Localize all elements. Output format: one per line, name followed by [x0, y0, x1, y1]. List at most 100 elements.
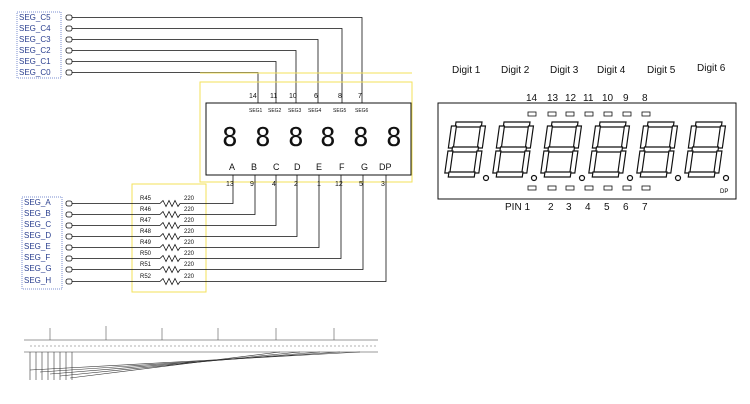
common-net-label: SEG_C3 [19, 35, 51, 44]
segment-wire [180, 175, 387, 282]
svg-text:Digit 5: Digit 5 [647, 65, 676, 76]
common-pin-2: 11 SEG2 [268, 93, 282, 114]
segment-wire [180, 175, 256, 215]
svg-text:10: 10 [602, 93, 614, 104]
resistor-value: 220 [184, 262, 195, 268]
common-wire [72, 39, 319, 100]
common-net-label: SEG_C0 [19, 68, 51, 77]
svg-text:14: 14 [249, 93, 257, 100]
segment-net-3[interactable]: SEG_C R47 220 [24, 175, 277, 230]
svg-text:5: 5 [359, 181, 363, 188]
seven-segment-digit [636, 121, 679, 178]
svg-text:9: 9 [623, 93, 629, 104]
digit-glyph: 8 [222, 123, 238, 153]
common-net-4[interactable]: SEG_C2 [19, 46, 297, 100]
seven-segment-digit [588, 121, 631, 178]
common-net-2[interactable]: SEG_C4 [19, 24, 343, 100]
digit-glyph: 8 [255, 123, 271, 153]
seven-segment-digit [444, 121, 487, 178]
segment-net-2[interactable]: SEG_B R46 220 [24, 175, 256, 219]
svg-text:12: 12 [335, 181, 343, 188]
svg-text:9: 9 [250, 181, 254, 188]
resistor-ref: R45 [140, 196, 152, 202]
svg-text:PIN 1: PIN 1 [505, 202, 530, 213]
svg-text:11: 11 [270, 93, 277, 100]
segment-net-selection-box [21, 196, 63, 290]
svg-text:SEG5: SEG5 [333, 108, 347, 114]
svg-text:A: A [229, 162, 235, 172]
svg-text:SEG3: SEG3 [288, 108, 302, 114]
common-net-label: SEG_C4 [19, 24, 51, 33]
svg-text:G: G [361, 162, 368, 172]
digit-glyph: 8 [288, 123, 304, 153]
resistor-value: 220 [184, 207, 195, 213]
resistor-ref: R47 [140, 218, 152, 224]
resistor-symbol [159, 199, 181, 208]
segment-wire [180, 175, 277, 226]
segment-letters: A B C D E F G DP [229, 162, 392, 172]
segment-net-5[interactable]: SEG_E R49 220 [24, 175, 320, 252]
common-wire [72, 72, 259, 100]
common-net-group: SEG_C5 SEG_C4 SEG_C3 SEG_C2 SEG_C1 SEG_C… [16, 11, 363, 100]
common-net-5[interactable]: SEG_C1 [19, 57, 277, 100]
dp-label: DP [720, 189, 728, 195]
svg-text:10: 10 [289, 93, 297, 100]
digit-glyph: 8 [353, 123, 369, 153]
svg-text:B: B [251, 162, 257, 172]
common-pin-4: 6 SEG4 [308, 93, 322, 114]
overview-thumbnail [24, 326, 378, 380]
common-pin-5: 8 SEG5 [333, 93, 347, 114]
digit-labels: Digit 1 Digit 2 Digit 3 Digit 4 Digit 5 … [452, 63, 726, 76]
bottom-pin-pads [527, 185, 651, 191]
svg-text:8: 8 [642, 93, 648, 104]
svg-text:3: 3 [566, 202, 572, 213]
segment-net-1[interactable]: SEG_A R45 220 [24, 175, 234, 208]
svg-text:E: E [316, 162, 322, 172]
svg-text:8: 8 [338, 93, 342, 100]
segment-net-4[interactable]: SEG_D R48 220 [24, 175, 298, 241]
svg-text:Digit 3: Digit 3 [550, 65, 579, 76]
common-net-3[interactable]: SEG_C3 [19, 35, 319, 100]
resistor-highlight [131, 183, 207, 293]
svg-text:SEG4: SEG4 [308, 108, 322, 114]
svg-text:DP: DP [379, 162, 392, 172]
resistor-symbol [159, 232, 181, 241]
common-wire [72, 61, 277, 100]
resistor-symbol [159, 221, 181, 230]
segment-net-8[interactable]: SEG_H R52 220 [24, 175, 387, 286]
segment-net-6[interactable]: SEG_F R50 220 [24, 175, 342, 263]
display-datasheet: Digit 1 Digit 2 Digit 3 Digit 4 Digit 5 … [437, 63, 737, 213]
segment-wire [180, 175, 298, 237]
segment-net-label: SEG_H [24, 276, 51, 285]
resistor-ref: R48 [140, 229, 152, 235]
svg-text:4: 4 [272, 181, 276, 188]
digit-glyph: 8 [320, 123, 336, 153]
display-body [205, 102, 412, 176]
top-pin-numbers: 14 13 12 11 10 9 8 [526, 93, 648, 104]
common-net-selection-box [16, 11, 62, 79]
resistor-value: 220 [184, 196, 195, 202]
resistor-symbol [159, 243, 181, 252]
svg-text:C: C [273, 162, 280, 172]
segment-wire [180, 175, 364, 270]
common-net-label: SEG_C1 [19, 57, 51, 66]
svg-text:Digit 4: Digit 4 [597, 65, 626, 76]
segment-net-label: SEG_B [24, 209, 51, 218]
display-symbol[interactable]: 14 SEG1 11 SEG2 10 SEG3 6 SEG4 8 SEG5 7 … [205, 93, 412, 188]
resistor-symbol [159, 254, 181, 263]
svg-text:6: 6 [623, 202, 629, 213]
svg-text:Digit 1: Digit 1 [452, 65, 481, 76]
common-wire [72, 17, 363, 100]
resistor-ref: R49 [140, 240, 152, 246]
segment-net-label: SEG_C [24, 220, 51, 229]
svg-text:14: 14 [526, 93, 538, 104]
segment-wire [180, 175, 320, 248]
resistor-symbol [159, 277, 181, 286]
resistor-ref: R50 [140, 251, 152, 257]
svg-text:2: 2 [548, 202, 554, 213]
segment-wire [180, 175, 234, 204]
seven-segment-digit-labeled [684, 121, 727, 178]
common-net-label: SEG_C2 [19, 46, 51, 55]
svg-text:SEG1: SEG1 [249, 108, 263, 114]
segment-net-7[interactable]: SEG_G R51 220 [24, 175, 364, 274]
